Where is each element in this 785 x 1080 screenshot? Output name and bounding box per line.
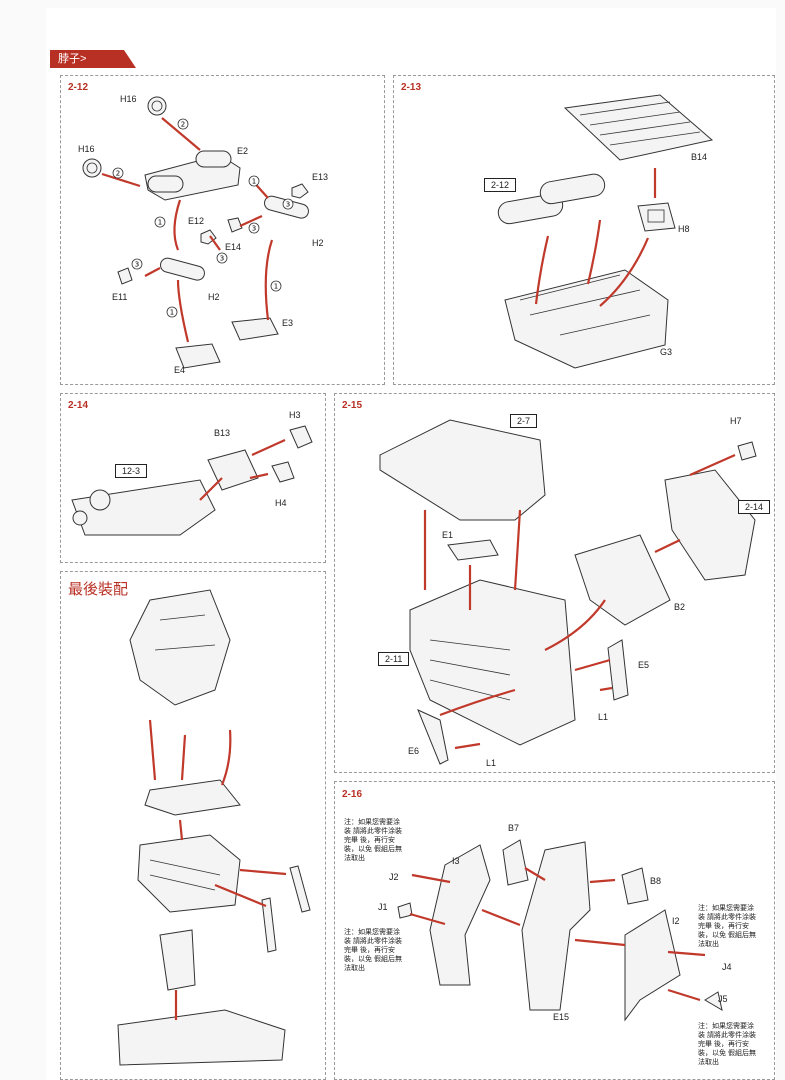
parts-2-14 — [71, 425, 313, 536]
paint-note: 注：如果您需要涂装 請將此零件涂裝完畢 後，再行安裝，以免 假組后無法取出 — [344, 929, 402, 972]
svg-text:1: 1 — [274, 283, 278, 291]
reference-box-2-7: 2-7 — [510, 414, 538, 428]
final-assembly-title: 最後裝配 — [68, 581, 129, 598]
paint-note: 注：如果您需要涂装 請將此零件涂裝完畢 後，再行安裝，以免 假組后無法取出 — [698, 905, 756, 948]
part-label-e1: E1 — [442, 530, 454, 540]
svg-text:3: 3 — [286, 201, 290, 209]
part-label-i2: I2 — [672, 916, 680, 926]
part-label-e15: E15 — [553, 1012, 570, 1022]
svg-text:1: 1 — [170, 309, 174, 317]
part-label-b7: B7 — [508, 823, 520, 833]
parts-2-16 — [397, 839, 723, 1022]
part-label-h16: H16 — [120, 94, 137, 104]
part-label-h16: H16 — [78, 144, 95, 154]
panel-2-12 — [60, 75, 385, 385]
svg-text:2: 2 — [116, 170, 120, 178]
reference-box-2-12: 2-12 — [484, 178, 517, 192]
part-label-b2: B2 — [674, 602, 686, 612]
part-label-h8: H8 — [678, 224, 690, 234]
part-label-e6: E6 — [408, 746, 420, 756]
parts-2-15 — [379, 419, 757, 765]
svg-text:3: 3 — [135, 261, 139, 269]
part-label-h2: H2 — [312, 238, 324, 248]
part-label-j5: J5 — [718, 994, 728, 1004]
part-label-e11: E11 — [112, 292, 128, 302]
svg-text:1: 1 — [158, 219, 162, 227]
part-label-l1: L1 — [598, 712, 609, 722]
step-title-2-16: 2-16 — [342, 789, 363, 800]
part-label-e4: E4 — [174, 365, 186, 375]
paint-note: 注：如果您需要涂装 請將此零件涂裝完畢 後，再行安裝，以免 假組后無法取出 — [344, 819, 402, 862]
paint-note: 注：如果您需要涂装 請將此零件涂裝完畢 後，再行安裝，以免 假組后無法取出 — [698, 1023, 756, 1066]
section-tab: 脖子> — [50, 50, 136, 68]
step-title-2-14: 2-14 — [68, 400, 89, 411]
panel-2-13 — [393, 75, 775, 385]
part-label-i3: I3 — [452, 856, 460, 866]
part-label-e5: E5 — [638, 660, 650, 670]
part-label-b14: B14 — [691, 152, 708, 162]
red-assembly-arrow — [161, 117, 201, 151]
part-label-b13: B13 — [214, 428, 231, 438]
panel-2-15 — [334, 393, 775, 773]
part-label-l1: L1 — [486, 758, 497, 768]
step-title-2-13: 2-13 — [401, 82, 422, 93]
part-label-h4: H4 — [275, 498, 287, 508]
part-label-h7: H7 — [730, 416, 742, 426]
part-label-g3: G3 — [660, 347, 673, 357]
svg-text:1: 1 — [252, 178, 256, 186]
part-label-h3: H3 — [289, 410, 301, 420]
svg-text:3: 3 — [220, 255, 224, 263]
step-title-2-12: 2-12 — [68, 82, 89, 93]
reference-box-2-14: 2-14 — [738, 500, 771, 514]
parts-2-12 — [82, 96, 309, 369]
reference-box-2-11: 2-11 — [378, 652, 410, 666]
part-label-j1: J1 — [378, 902, 388, 912]
part-label-j2: J2 — [389, 872, 399, 882]
parts-final — [117, 589, 311, 1066]
part-label-e13: E13 — [312, 172, 329, 182]
part-label-e12: E12 — [188, 216, 205, 226]
part-label-j4: J4 — [722, 962, 732, 972]
parts-2-13 — [497, 94, 714, 369]
part-label-h2: H2 — [208, 292, 220, 302]
svg-text:3: 3 — [252, 225, 256, 233]
svg-text:2: 2 — [181, 121, 185, 129]
part-label-e14: E14 — [225, 242, 242, 252]
step-title-2-15: 2-15 — [342, 400, 363, 411]
panel-2-14 — [60, 393, 326, 563]
part-label-e3: E3 — [282, 318, 294, 328]
reference-box-12-3: 12-3 — [115, 464, 148, 478]
part-label-b8: B8 — [650, 876, 662, 886]
part-label-e2: E2 — [237, 146, 249, 156]
